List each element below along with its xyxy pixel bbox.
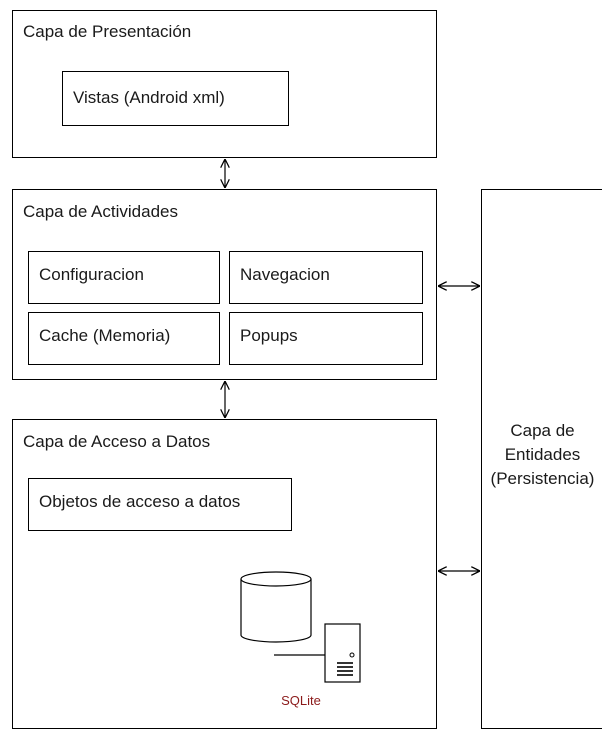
database-icon	[240, 571, 312, 643]
entities-layer-label: Capa de Entidades (Persistencia)	[482, 419, 602, 491]
popups-box: Popups	[229, 312, 423, 365]
entities-line-3: (Persistencia)	[490, 469, 595, 488]
config-box: Configuracion	[28, 251, 220, 304]
data-access-layer-title: Capa de Acceso a Datos	[23, 432, 211, 451]
dao-label: Objetos de acceso a datos	[39, 492, 241, 511]
entities-line-1: Capa de	[510, 421, 575, 440]
presentation-layer-title: Capa de Presentación	[23, 22, 192, 41]
popups-label: Popups	[240, 326, 298, 345]
sqlite-label: SQLite	[281, 693, 321, 708]
cache-box: Cache (Memoria)	[28, 312, 220, 365]
activities-layer: Capa de Actividades Configuracion Navega…	[12, 189, 437, 380]
navigation-box: Navegacion	[229, 251, 423, 304]
navigation-label: Navegacion	[240, 265, 330, 284]
dao-box: Objetos de acceso a datos	[28, 478, 292, 531]
presentation-layer: Capa de Presentación Vistas (Android xml…	[12, 10, 437, 158]
views-box: Vistas (Android xml)	[62, 71, 289, 126]
config-label: Configuracion	[39, 265, 144, 284]
views-label: Vistas (Android xml)	[73, 88, 225, 107]
server-icon	[324, 623, 361, 683]
entities-line-2: Entidades	[504, 445, 581, 464]
entities-layer: Capa de Entidades (Persistencia)	[481, 189, 602, 729]
cache-label: Cache (Memoria)	[39, 326, 171, 345]
activities-layer-title: Capa de Actividades	[23, 202, 178, 221]
data-access-layer: Capa de Acceso a Datos Objetos de acceso…	[12, 419, 437, 729]
